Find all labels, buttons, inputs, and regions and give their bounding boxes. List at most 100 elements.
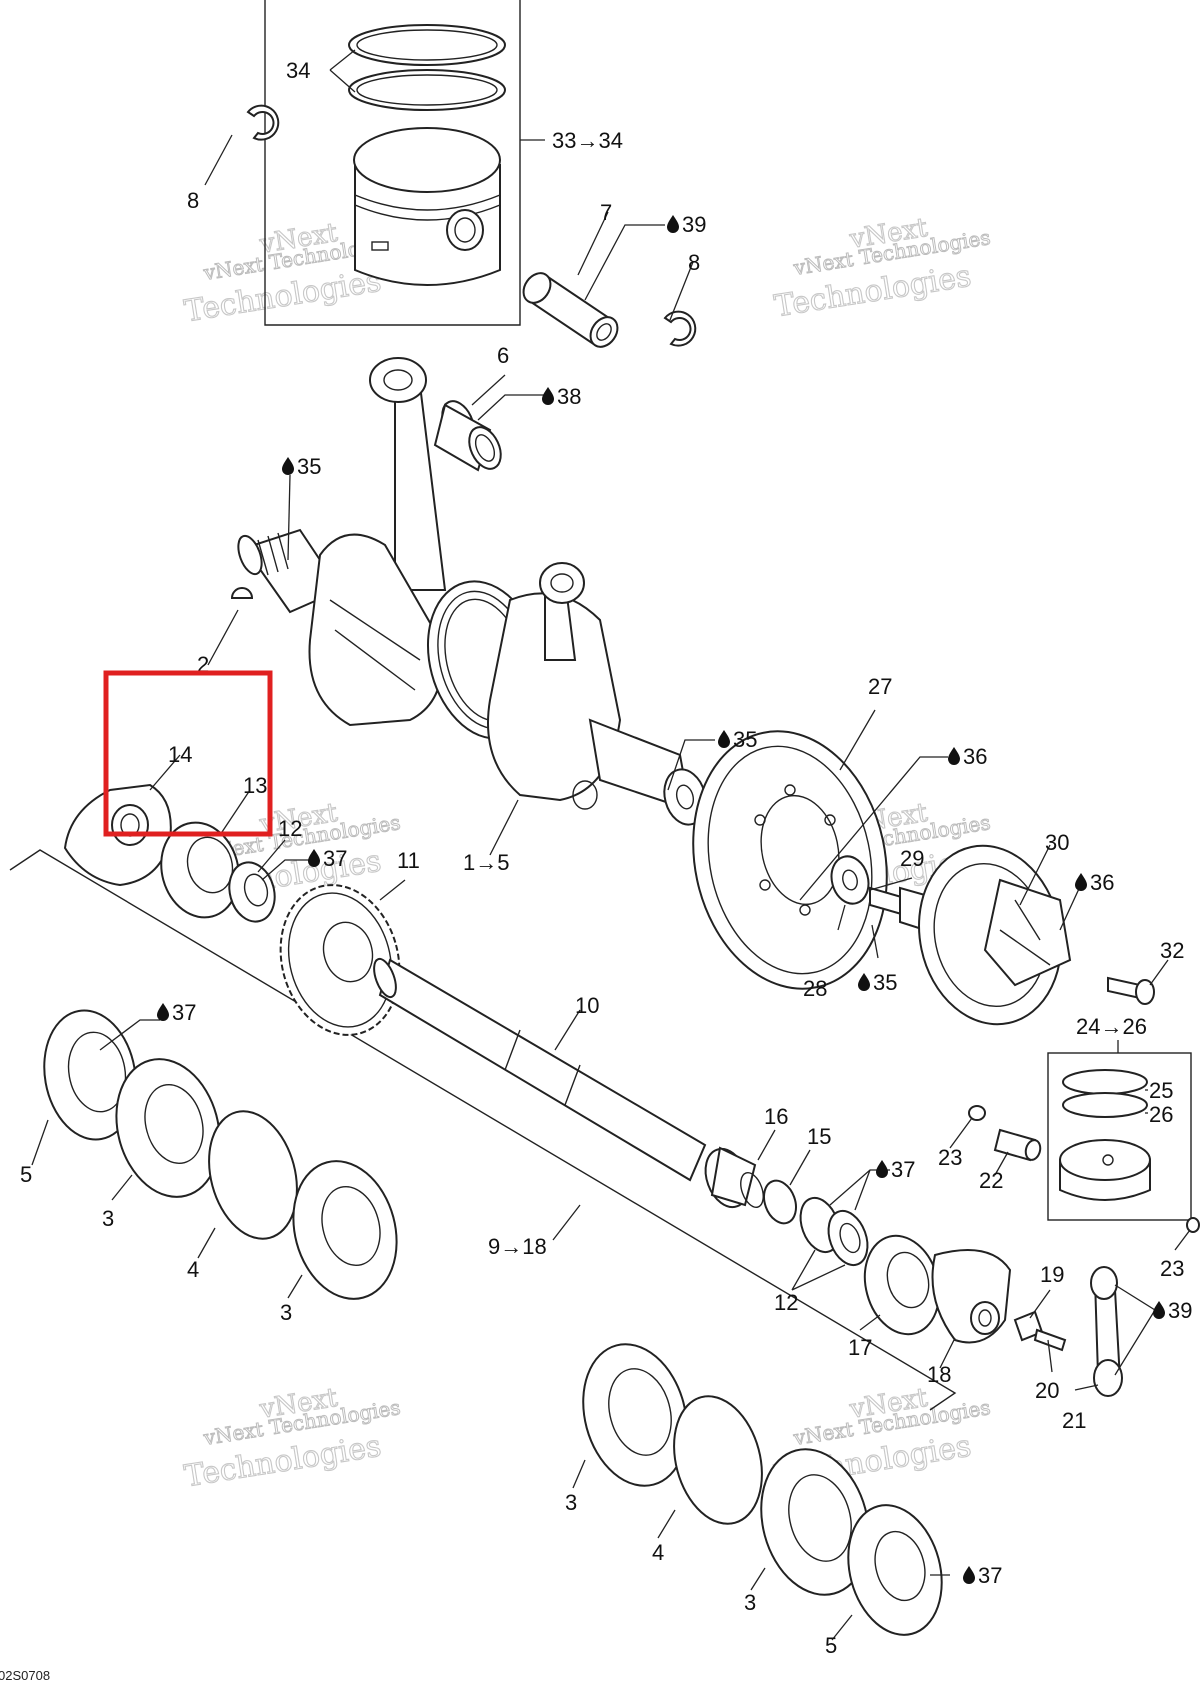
callout-c28: 28: [803, 976, 827, 1001]
oil-drop-icon: [157, 1003, 169, 1021]
oil-drop-icon: [542, 387, 554, 405]
piston-kit: [264, 0, 521, 326]
oil-drop-icon: [718, 730, 730, 748]
balancer-kit-frame: [1047, 1052, 1192, 1221]
figure-code: 02S0708: [0, 1668, 50, 1683]
callout-c30: 30: [1045, 830, 1069, 855]
callout-c3d: 3: [744, 1590, 756, 1615]
ball-bearing-3a: [115, 1058, 221, 1198]
needle-bearing: [433, 400, 502, 472]
callout-c35a: 35: [297, 454, 321, 479]
piston-kit-frame: [264, 0, 521, 326]
callout-c8b: 8: [688, 250, 700, 275]
callout-c19: 19: [1040, 1262, 1064, 1287]
drive-coupling: [918, 844, 1072, 1026]
callout-c29: 29: [900, 846, 924, 871]
thrust-washer-15: [763, 1179, 797, 1225]
callout-c9-18: 9→18: [488, 1234, 547, 1259]
balancer-nut-upper: [968, 1105, 986, 1121]
balancer-kit: [1047, 1052, 1192, 1221]
piston-ring-lower: [348, 69, 506, 111]
roller-bearing-3d: [760, 1448, 870, 1596]
callout-c22: 22: [979, 1168, 1003, 1193]
piston-pin: [522, 272, 619, 348]
oil-drop-icon: [308, 849, 320, 867]
callout-c3b: 3: [280, 1300, 292, 1325]
oil-drop-icon: [1153, 1301, 1165, 1319]
balancer-bolt-20: [1033, 1328, 1067, 1352]
callout-c36a: 36: [963, 744, 987, 769]
callout-c5b: 5: [825, 1633, 837, 1658]
callout-c13: 13: [243, 773, 267, 798]
oil-drop-icon: [858, 973, 870, 991]
oil-seal-pair-12: [799, 1196, 869, 1267]
callout-c23a: 23: [938, 1145, 962, 1170]
callout-c35c: 35: [873, 970, 897, 995]
callout-c11: 11: [397, 848, 420, 873]
callout-c12a: 12: [278, 816, 302, 841]
callout-c17: 17: [848, 1335, 872, 1360]
callout-c15: 15: [807, 1124, 831, 1149]
ball-bearing-3b: [292, 1160, 398, 1300]
circlip-right: [663, 310, 697, 347]
oil-drop-icon: [963, 1566, 975, 1584]
crankshaft: [237, 357, 707, 826]
oil-drop-icon: [948, 747, 960, 765]
callout-c24-26: 24→26: [1076, 1014, 1147, 1039]
callout-c33-34: 33→34: [552, 128, 623, 153]
balancer-gear: [279, 884, 401, 1036]
balancer-rod-21: [1090, 1266, 1123, 1397]
flywheel: [692, 730, 888, 990]
oil-drop-icon: [1075, 873, 1087, 891]
callout-c16: 16: [764, 1104, 788, 1129]
highlight-box: [103, 670, 273, 837]
callout-c37d: 37: [978, 1563, 1002, 1588]
balancer-group-frame: [9, 849, 957, 1411]
connecting-rod-left: [394, 373, 447, 591]
balancer-pin: [993, 1128, 1042, 1162]
oil-seal-5-bottom: [847, 1504, 943, 1636]
callout-c27: 27: [868, 674, 892, 699]
callout-c37b: 37: [172, 1000, 196, 1025]
callout-c38: 38: [557, 384, 581, 409]
coupling-screw: [1107, 976, 1155, 1005]
oil-seal-5-left: [43, 1009, 137, 1141]
callout-c23b: 23: [1160, 1256, 1184, 1281]
callout-c14: 14: [168, 742, 192, 767]
callout-c21: 21: [1062, 1408, 1086, 1433]
counterweight-right: [931, 1249, 1012, 1344]
roller-bearing-3c: [582, 1343, 688, 1487]
ball-bearing-13: [160, 821, 240, 919]
piston: [354, 164, 501, 286]
balancer-shaft: [373, 957, 707, 1182]
woodruff-key: [230, 587, 254, 599]
oil-drop-icon: [282, 457, 294, 475]
callout-c39a: 39: [682, 212, 706, 237]
callout-c4b: 4: [652, 1540, 664, 1565]
needle-bearing-16: [704, 1146, 764, 1209]
callout-c37c: 37: [891, 1157, 915, 1182]
oil-drop-icon: [667, 215, 679, 233]
callout-c18: 18: [927, 1362, 951, 1387]
callout-c37a: 37: [323, 846, 347, 871]
callout-c7: 7: [600, 200, 612, 225]
callout-c12b: 12: [774, 1290, 798, 1315]
circlip-left: [246, 104, 280, 141]
callout-c5a: 5: [20, 1162, 32, 1187]
balancer-nut-right: [1186, 1217, 1200, 1233]
oil-drop-icon: [876, 1160, 888, 1178]
callout-c1-5: 1→5: [463, 850, 509, 875]
callout-c3c: 3: [565, 1490, 577, 1515]
callout-c34: 34: [286, 58, 310, 83]
callout-c39b: 39: [1168, 1298, 1192, 1323]
callout-c35b: 35: [733, 727, 757, 752]
callout-c26: 26: [1149, 1102, 1173, 1127]
snap-ring-4b: [673, 1395, 763, 1525]
callout-c3a: 3: [102, 1206, 114, 1231]
flywheel-washer: [830, 855, 870, 905]
snap-ring-4a: [208, 1110, 298, 1240]
callout-c36b: 36: [1090, 870, 1114, 895]
callout-c32: 32: [1160, 938, 1184, 963]
